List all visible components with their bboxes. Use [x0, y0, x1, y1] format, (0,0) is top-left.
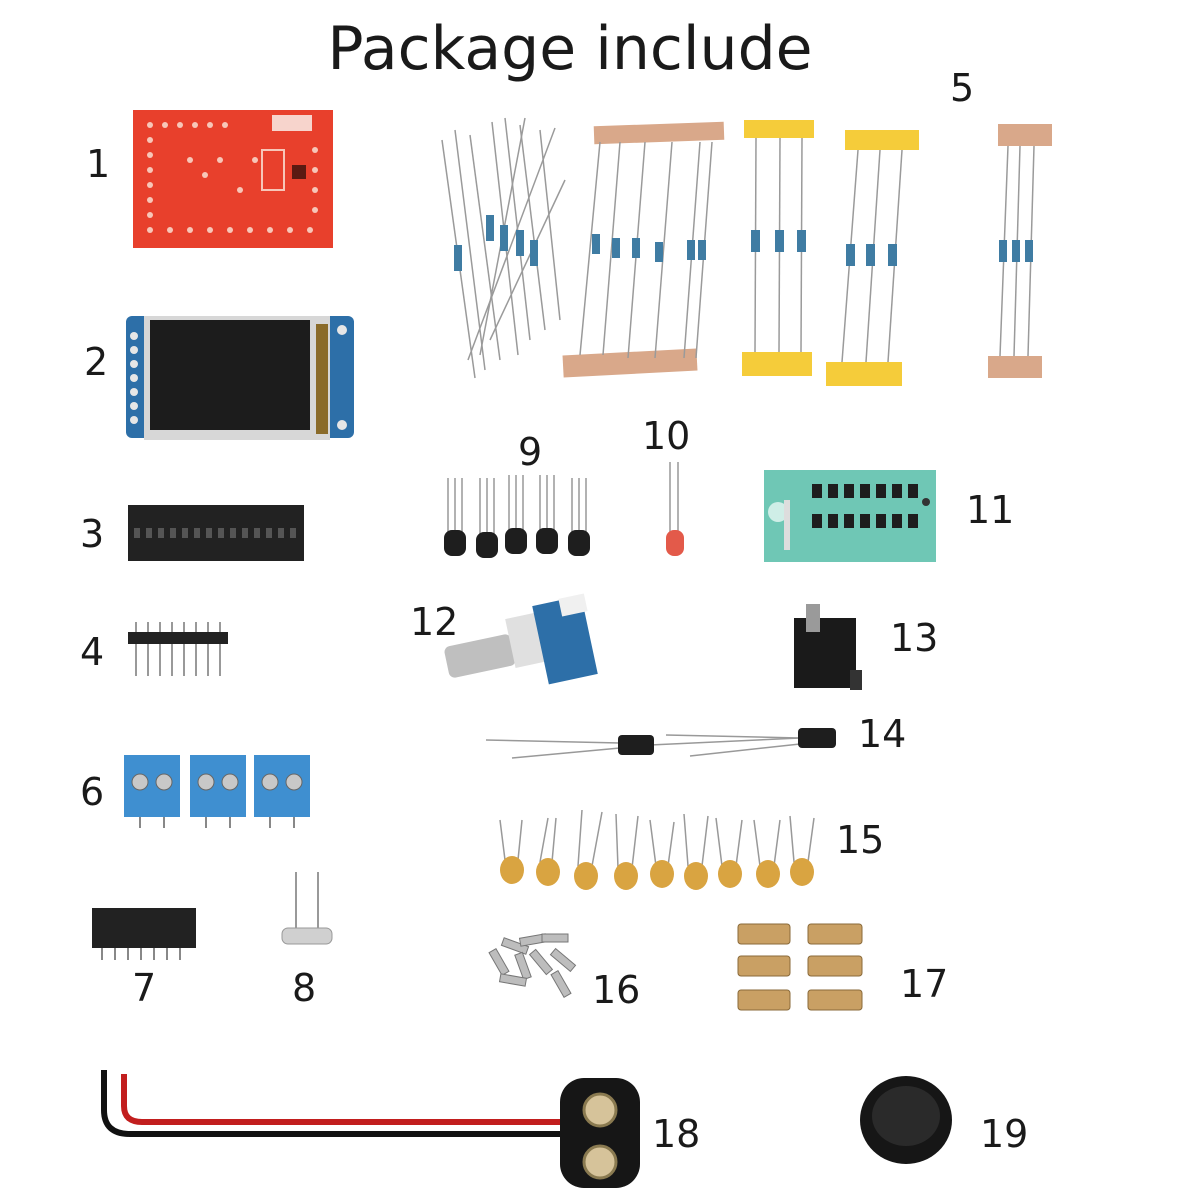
dc-power-jack — [794, 604, 862, 690]
transistors — [444, 475, 590, 558]
crystal-oscillator — [281, 872, 333, 945]
rotary-encoder — [444, 593, 598, 685]
label-16: 16 — [592, 968, 641, 1012]
ceramic-capacitors — [499, 809, 815, 890]
label-6: 6 — [80, 770, 105, 814]
label-13: 13 — [890, 616, 939, 660]
resistor-set — [441, 117, 1052, 386]
label-14: 14 — [858, 712, 907, 756]
female-header-strip — [128, 505, 304, 561]
label-8: 8 — [292, 966, 317, 1010]
buzzer — [860, 1076, 952, 1164]
screws — [488, 933, 577, 998]
screw-terminal-blocks — [124, 755, 310, 828]
label-19: 19 — [980, 1112, 1029, 1156]
inductors — [485, 728, 836, 759]
label-5: 5 — [950, 66, 975, 110]
label-4: 4 — [80, 630, 105, 674]
label-2: 2 — [84, 340, 109, 384]
lcd-display-module — [126, 316, 354, 440]
led — [666, 462, 684, 556]
male-pin-header — [128, 622, 228, 676]
female-header-small — [92, 908, 196, 960]
zif-socket — [764, 470, 936, 562]
label-15: 15 — [836, 818, 885, 862]
label-9: 9 — [518, 430, 543, 474]
label-18: 18 — [652, 1112, 701, 1156]
label-17: 17 — [900, 962, 949, 1006]
battery-clip — [101, 1070, 640, 1188]
label-12: 12 — [410, 600, 459, 644]
pcb-board — [133, 110, 333, 248]
label-10: 10 — [642, 414, 691, 458]
label-11: 11 — [966, 488, 1015, 532]
label-3: 3 — [80, 512, 105, 556]
brass-standoffs — [737, 923, 863, 1011]
label-1: 1 — [86, 142, 111, 186]
page-title: Package include — [327, 14, 813, 84]
label-7: 7 — [132, 966, 157, 1010]
